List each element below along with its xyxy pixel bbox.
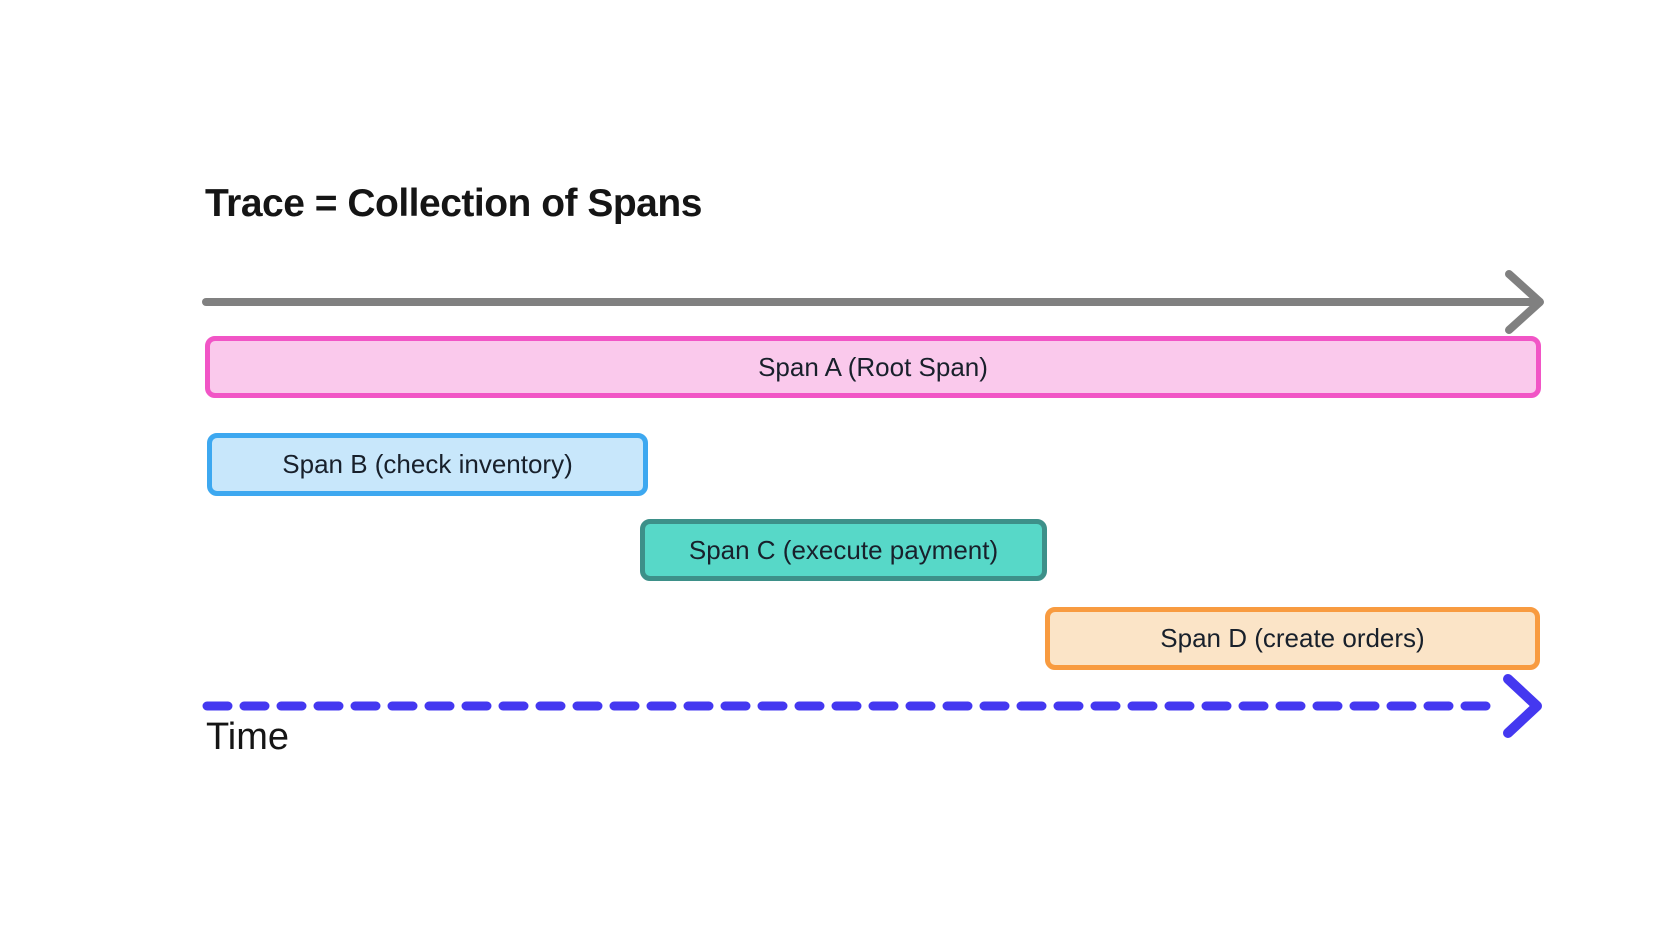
span-b-bar: Span B (check inventory) (207, 433, 648, 496)
diagram-title: Trace = Collection of Spans (205, 182, 702, 225)
span-d-bar: Span D (create orders) (1045, 607, 1540, 670)
span-c-label: Span C (execute payment) (688, 534, 999, 565)
span-d-label: Span D (create orders) (1160, 623, 1425, 653)
span-c-bar: Span C (execute payment) (640, 519, 1047, 581)
timeline-arrow-icon (202, 270, 1544, 334)
time-arrow-icon (202, 674, 1542, 738)
time-axis-label: Time (206, 716, 290, 758)
span-a-label: Span A (Root Span) (758, 351, 988, 382)
span-b-label: Span B (check inventory) (282, 449, 573, 479)
span-a-bar: Span A (Root Span) (205, 336, 1541, 398)
